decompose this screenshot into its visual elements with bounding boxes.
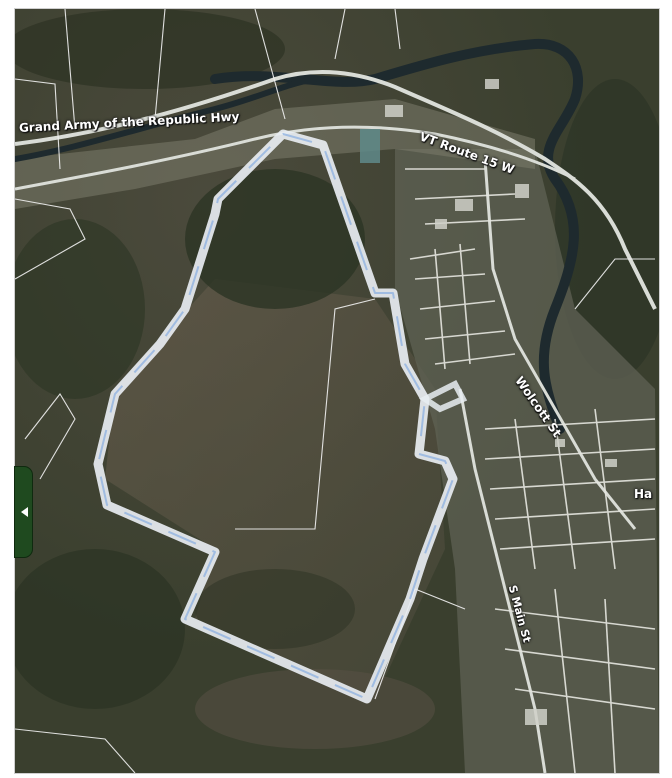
satellite-basemap — [15, 9, 659, 773]
map-view[interactable]: Grand Army of the Republic Hwy VT Route … — [14, 8, 660, 774]
panel-toggle-button[interactable] — [14, 466, 33, 558]
triangle-left-icon — [20, 507, 28, 517]
